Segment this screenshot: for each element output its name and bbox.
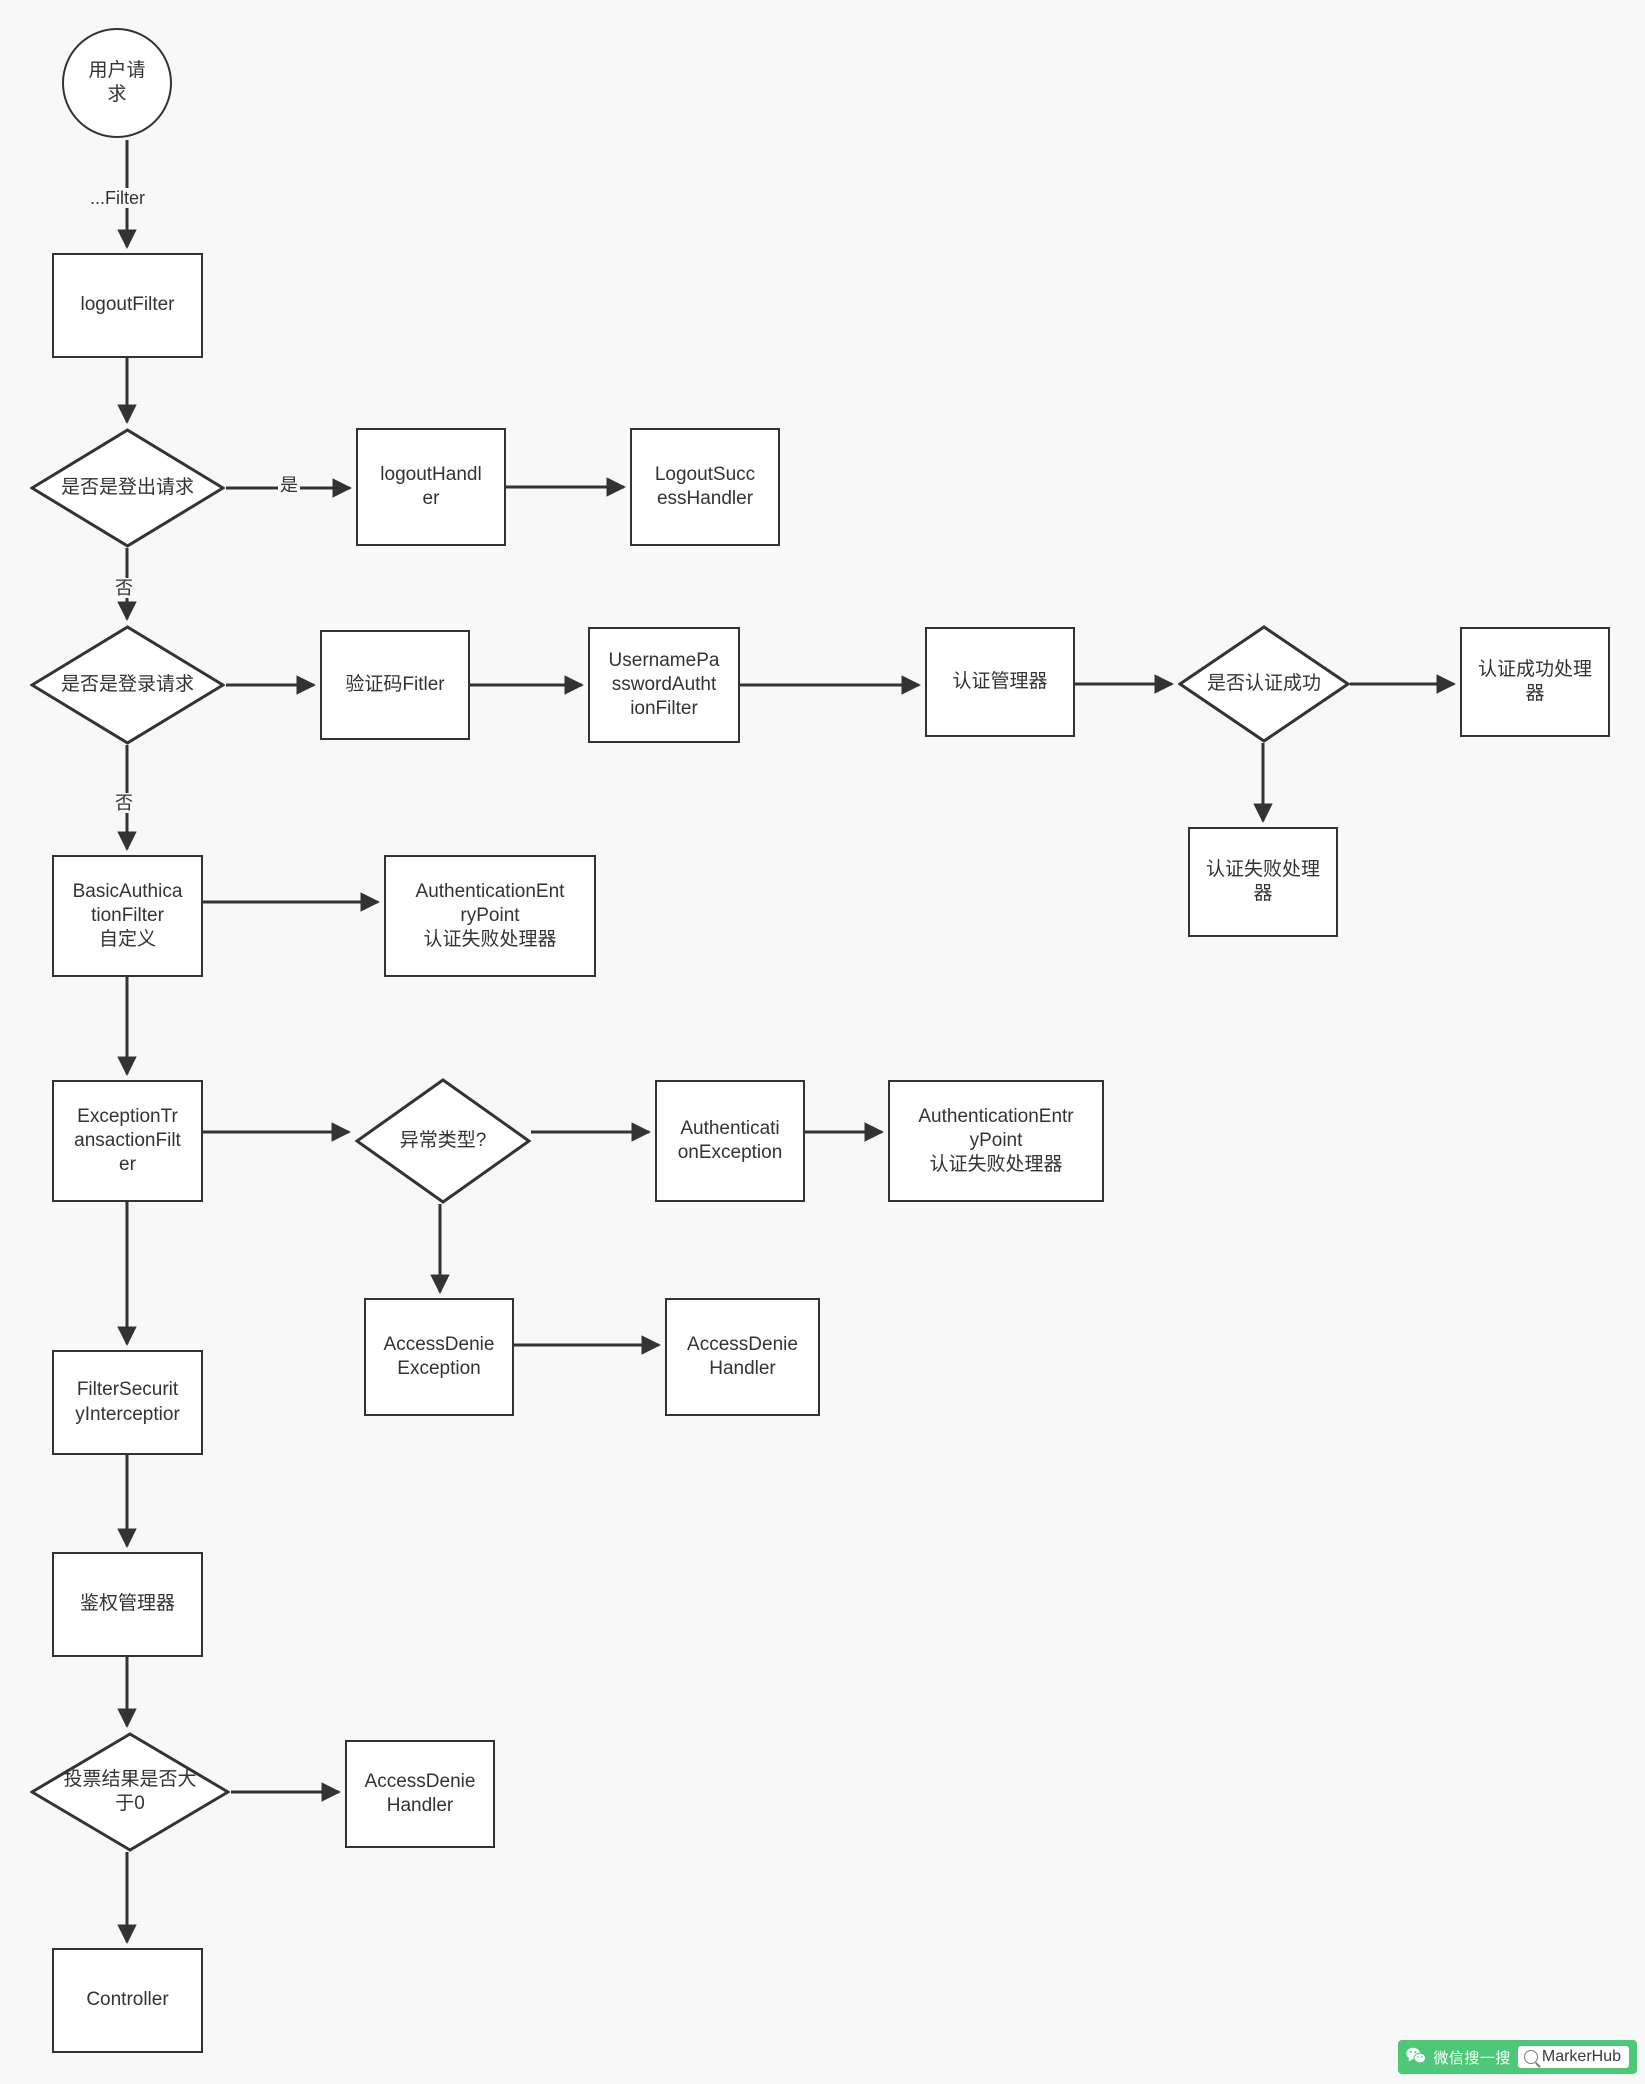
edge-label-e-islogout-yes: 是: [278, 475, 300, 495]
node-authentication-exception[interactable]: Authenticati onException: [655, 1080, 805, 1202]
node-is-login-request[interactable]: 是否是登录请求: [30, 625, 225, 745]
node-label: ExceptionTr ansactionFilt er: [74, 1105, 181, 1176]
node-label: 认证成功处理 器: [1477, 658, 1592, 704]
node-label: Controller: [86, 1989, 169, 2011]
node-auth-entry-point-2[interactable]: AuthenticationEntr yPoint 认证失败处理器: [888, 1080, 1104, 1202]
watermark-search-box: MarkerHub: [1517, 2046, 1629, 2068]
node-label: AccessDenie Handler: [364, 1770, 476, 1816]
node-access-denied-exception[interactable]: AccessDenie Exception: [364, 1298, 514, 1416]
node-auth-manager[interactable]: 认证管理器: [925, 627, 1075, 737]
node-access-manager[interactable]: 鉴权管理器: [52, 1552, 203, 1657]
node-filter-security-interceptor[interactable]: FilterSecurit yInterceptior: [52, 1350, 203, 1455]
node-basic-auth-filter[interactable]: BasicAuthica tionFilter 自定义: [52, 855, 203, 977]
node-label: 投票结果是否大 于0: [63, 1768, 197, 1814]
edge-label-e-islogout-no: 否: [113, 578, 135, 598]
node-label: 是否认证成功: [1206, 672, 1321, 694]
wechat-icon: [1406, 2047, 1427, 2068]
node-label: UsernamePa sswordAutht ionFilter: [608, 649, 720, 720]
node-logout-handler[interactable]: logoutHandl er: [356, 428, 506, 546]
watermark-prefix: 微信搜一搜: [1433, 2049, 1511, 2067]
node-auth-entry-point-1[interactable]: AuthenticationEnt ryPoint 认证失败处理器: [384, 855, 596, 977]
watermark-query: MarkerHub: [1541, 2048, 1621, 2065]
node-label: logoutHandl er: [380, 463, 482, 509]
node-label: AccessDenie Handler: [687, 1333, 798, 1379]
node-label: AuthenticationEntr yPoint 认证失败处理器: [918, 1105, 1074, 1176]
node-is-logout-request[interactable]: 是否是登出请求: [30, 428, 225, 548]
node-logout-filter[interactable]: logoutFilter: [52, 253, 203, 358]
node-auth-failure-handler[interactable]: 认证失败处理 器: [1188, 827, 1338, 937]
node-label: LogoutSucc essHandler: [654, 463, 756, 509]
edge-label-e-islogin-no: 否: [113, 793, 135, 813]
node-label: AccessDenie Exception: [383, 1333, 495, 1379]
node-label: 认证管理器: [952, 670, 1048, 692]
node-user-request[interactable]: 用户请 求: [62, 28, 172, 138]
node-label: 异常类型?: [399, 1129, 487, 1151]
node-access-denied-handler-2[interactable]: AccessDenie Handler: [345, 1740, 495, 1848]
watermark-badge: 微信搜一搜 MarkerHub: [1398, 2040, 1637, 2074]
node-is-vote-positive[interactable]: 投票结果是否大 于0: [30, 1732, 230, 1852]
node-exception-filter[interactable]: ExceptionTr ansactionFilt er: [52, 1080, 203, 1202]
node-label: Authenticati onException: [677, 1117, 783, 1163]
node-auth-success-handler[interactable]: 认证成功处理 器: [1460, 627, 1610, 737]
node-controller[interactable]: Controller: [52, 1948, 203, 2053]
node-label: 验证码Fitler: [345, 673, 445, 695]
node-captcha-filter[interactable]: 验证码Fitler: [320, 630, 470, 740]
node-label: 鉴权管理器: [79, 1593, 175, 1615]
edge-label-e-user-to-logoutfilter: ...Filter: [88, 188, 148, 208]
node-label: BasicAuthica tionFilter 自定义: [72, 880, 183, 951]
node-exception-type[interactable]: 异常类型?: [355, 1078, 531, 1204]
node-label: 是否是登录请求: [60, 673, 194, 695]
node-label: 是否是登出请求: [60, 476, 194, 498]
node-label: 用户请 求: [88, 59, 146, 105]
search-icon: [1523, 2050, 1538, 2064]
node-label: 认证失败处理 器: [1205, 858, 1320, 904]
node-label: FilterSecurit yInterceptior: [75, 1379, 180, 1425]
node-logout-success-handler[interactable]: LogoutSucc essHandler: [630, 428, 780, 546]
node-access-denied-handler-1[interactable]: AccessDenie Handler: [665, 1298, 820, 1416]
node-is-auth-success[interactable]: 是否认证成功: [1178, 625, 1350, 743]
node-label: AuthenticationEnt ryPoint 认证失败处理器: [415, 880, 565, 951]
node-label: logoutFilter: [80, 294, 175, 316]
node-username-password-filter[interactable]: UsernamePa sswordAutht ionFilter: [588, 627, 740, 743]
